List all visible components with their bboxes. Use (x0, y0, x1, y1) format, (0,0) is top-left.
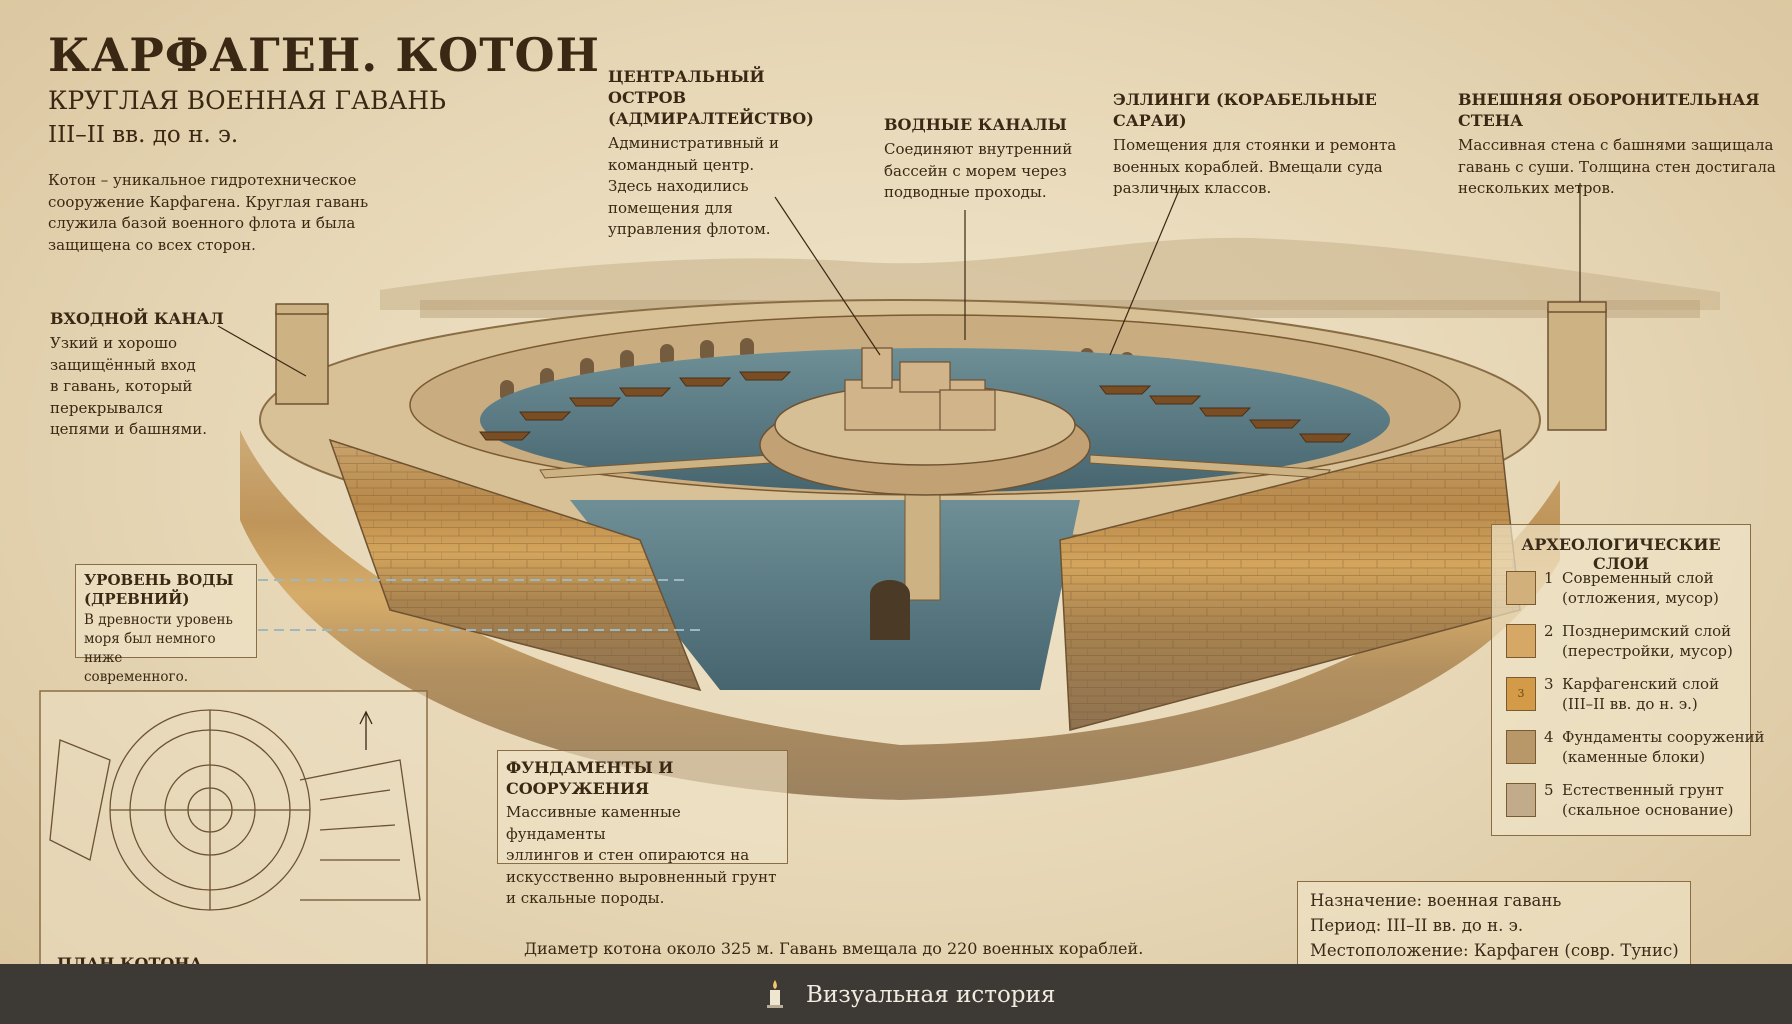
page-period: III–II вв. до н. э. (48, 122, 239, 148)
legend-swatch: 3 (1506, 677, 1536, 711)
callout-water-canals: ВОДНЫЕ КАНАЛЫ Соединяют внутренний бассе… (884, 115, 1073, 201)
ground-section (240, 430, 1560, 800)
north-arrow (359, 710, 373, 750)
legend-swatch (1506, 783, 1536, 817)
front-right-wall-bricks (1060, 430, 1520, 730)
legend-swatch (1506, 624, 1536, 658)
legend-item: 3 3 Карфагенский слой (III–II вв. до н. … (1506, 675, 1746, 721)
front-left-wall-bricks (330, 440, 700, 690)
distant-hills (380, 237, 1720, 310)
brand-name: Визуальная история (806, 982, 1056, 1008)
water-front (570, 500, 1080, 690)
legend-item: 5 Естественный грунт (скальное основание… (1506, 781, 1746, 827)
callout-water-level: УРОВЕНЬ ВОДЫ (ДРЕВНИЙ) В древности урове… (75, 564, 257, 685)
legend-title: АРХЕОЛОГИЧЕСКИЕ СЛОИ (1521, 535, 1721, 573)
entrance-arch (870, 580, 910, 640)
info-box: Назначение: военная гавань Период: III–I… (1297, 881, 1691, 973)
page-subtitle: КРУГЛАЯ ВОЕННАЯ ГАВАНЬ (48, 86, 446, 115)
legend-archaeological-layers: АРХЕОЛОГИЧЕСКИЕ СЛОИ 1 Современный слой … (1491, 524, 1765, 836)
callout-outer-wall: ВНЕШНЯЯ ОБОРОНИТЕЛЬНАЯ СТЕНА Массивная с… (1458, 90, 1776, 197)
ships (479, 371, 1352, 443)
callout-foundations: ФУНДАМЕНТЫ И СООРУЖЕНИЯ Массивные каменн… (497, 750, 788, 907)
footer-bar: Визуальная история (0, 964, 1792, 1024)
legend-swatch (1506, 730, 1536, 764)
leader-lines (217, 183, 1581, 377)
callout-ship-sheds: ЭЛЛИНГИ (КОРАБЕЛЬНЫЕ САРАИ) Помещения дл… (1113, 90, 1397, 197)
callout-entrance-canal: ВХОДНОЙ КАНАЛ Узкий и хорошо защищённый … (50, 309, 224, 438)
tower-left (275, 303, 329, 405)
legend-item: 1 Современный слой (отложения, мусор) (1506, 569, 1746, 615)
legend-item: 4 Фундаменты сооружений (каменные блоки) (1506, 728, 1765, 774)
legend-swatch (1506, 571, 1536, 605)
diameter-caption: Диаметр котона около 325 м. Гавань вмеща… (524, 939, 1144, 958)
page-title: КАРФАГЕН. КОТОН (48, 28, 600, 82)
plan-inset-frame (39, 690, 428, 982)
admiralty-building (844, 347, 996, 431)
info-location: Местоположение: Карфаген (совр. Тунис) (1310, 941, 1679, 960)
legend-item: 2 Позднеримский слой (перестройки, мусор… (1506, 622, 1746, 668)
candle-icon (767, 980, 783, 1008)
causeway-front (904, 489, 941, 601)
info-period: Период: III–II вв. до н. э. (1310, 916, 1524, 935)
callout-central-island: ЦЕНТРАЛЬНЫЙ ОСТРОВ (АДМИРАЛТЕЙСТВО) Адми… (608, 67, 814, 238)
plan-drawing (49, 709, 421, 911)
info-purpose: Назначение: военная гавань (1310, 891, 1562, 910)
tower-right (1547, 301, 1607, 431)
